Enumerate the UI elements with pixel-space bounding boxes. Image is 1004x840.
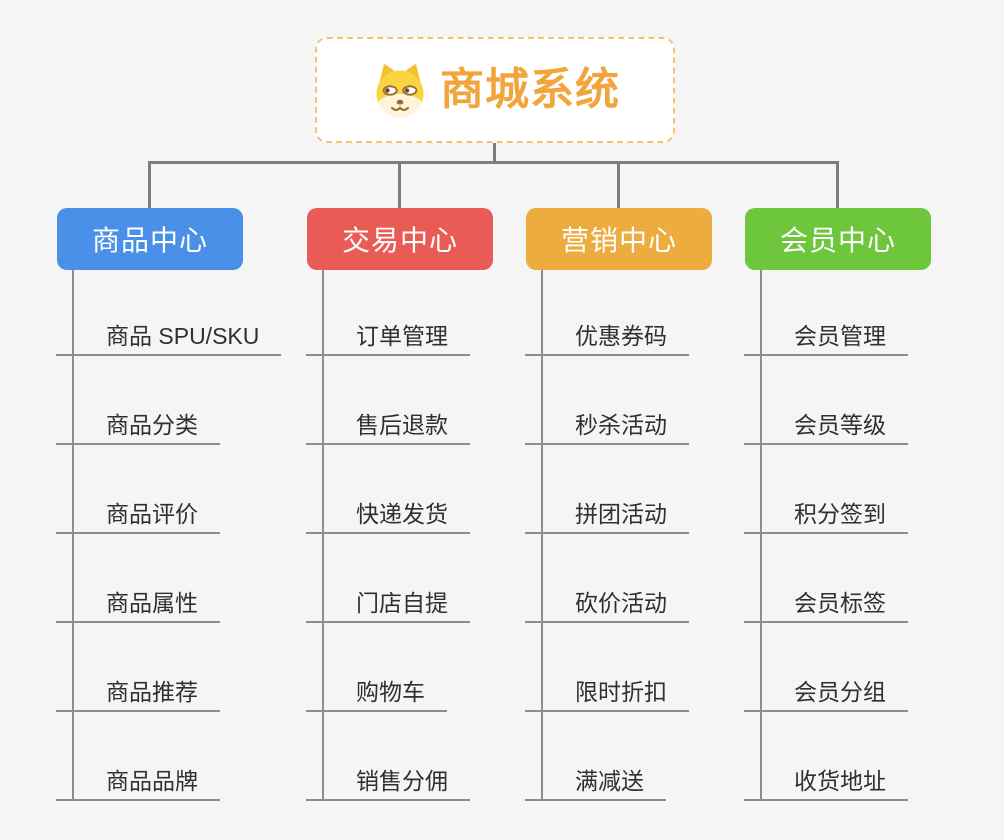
shiba-dog-icon (376, 63, 424, 118)
leaf-node[interactable]: 会员标签 (744, 589, 908, 623)
leaf-node[interactable]: 秒杀活动 (525, 411, 689, 445)
connector-drop-line (398, 161, 401, 208)
connector-drop-line (148, 161, 151, 208)
branch-node-member-center[interactable]: 会员中心 (745, 208, 931, 270)
connector-root-stub-line (493, 143, 496, 164)
branch-node-trade-center[interactable]: 交易中心 (307, 208, 493, 270)
leaf-node[interactable]: 售后退款 (306, 411, 470, 445)
leaf-node[interactable]: 优惠券码 (525, 322, 689, 356)
connector-drop-line (617, 161, 620, 208)
leaf-node[interactable]: 会员管理 (744, 322, 908, 356)
leaf-node[interactable]: 商品推荐 (56, 678, 220, 712)
leaf-node[interactable]: 门店自提 (306, 589, 470, 623)
leaf-node[interactable]: 会员等级 (744, 411, 908, 445)
branch-trunk-line (72, 270, 74, 801)
leaf-node[interactable]: 购物车 (306, 678, 447, 712)
leaf-node[interactable]: 积分签到 (744, 500, 908, 534)
leaf-node[interactable]: 订单管理 (306, 322, 470, 356)
branch-trunk-line (760, 270, 762, 801)
branch-node-marketing-center[interactable]: 营销中心 (526, 208, 712, 270)
leaf-node[interactable]: 商品属性 (56, 589, 220, 623)
branch-node-product-center[interactable]: 商品中心 (57, 208, 243, 270)
leaf-node[interactable]: 会员分组 (744, 678, 908, 712)
leaf-node[interactable]: 商品品牌 (56, 767, 220, 801)
leaf-node[interactable]: 商品 SPU/SKU (56, 322, 282, 356)
connector-bus-line (148, 161, 839, 164)
root-node[interactable]: 商城系统 (315, 37, 675, 143)
leaf-node[interactable]: 拼团活动 (525, 500, 689, 534)
branch-trunk-line (541, 270, 543, 801)
leaf-node[interactable]: 商品评价 (56, 500, 220, 534)
leaf-node[interactable]: 收货地址 (744, 767, 908, 801)
leaf-node[interactable]: 快递发货 (306, 500, 470, 534)
leaf-node[interactable]: 销售分佣 (306, 767, 470, 801)
leaf-node[interactable]: 商品分类 (56, 411, 220, 445)
leaf-node[interactable]: 满减送 (525, 767, 666, 801)
leaf-node[interactable]: 砍价活动 (525, 589, 689, 623)
connector-drop-line (836, 161, 839, 208)
leaf-node[interactable]: 限时折扣 (525, 678, 689, 712)
branch-trunk-line (322, 270, 324, 801)
root-title: 商城系统 (440, 65, 620, 114)
